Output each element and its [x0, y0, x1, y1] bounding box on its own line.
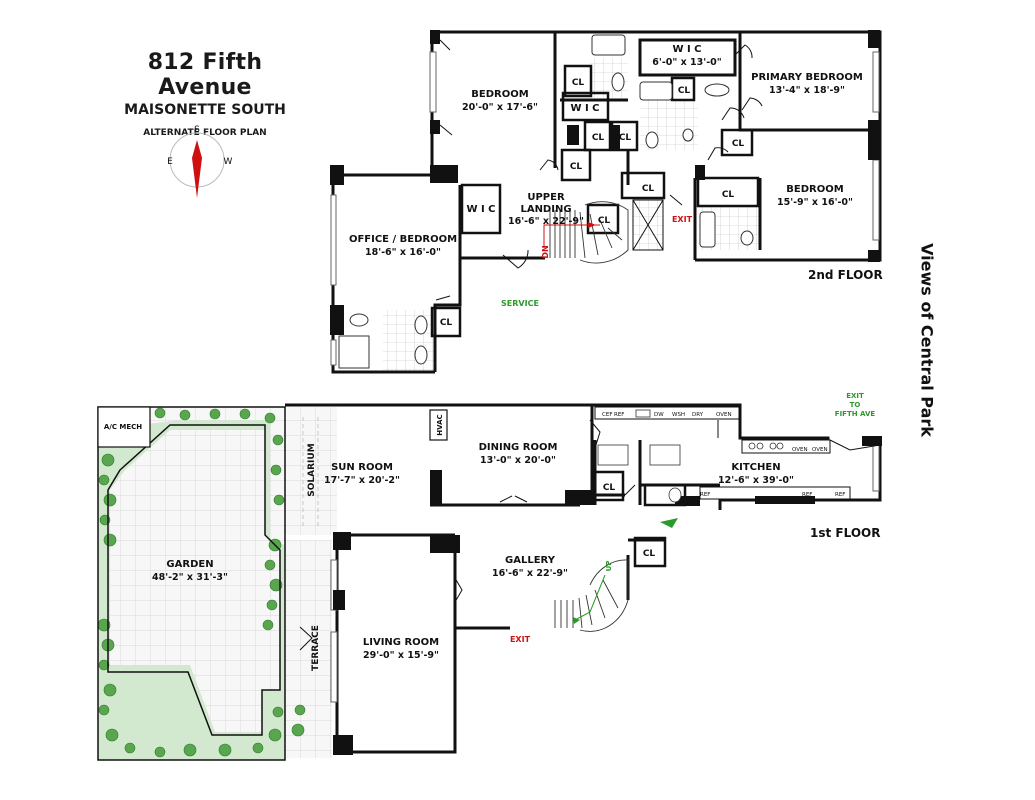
closet-label: CL [619, 133, 632, 143]
appliance-label: REF [802, 492, 812, 498]
closet-label: CL [440, 318, 453, 328]
terrace-label: TERRACE [311, 625, 321, 671]
closet-label: CL [603, 483, 616, 493]
garden-label: GARDEN [166, 559, 213, 570]
appliance-label: OVEN [812, 447, 828, 453]
closet-label: CL [732, 139, 745, 149]
second-floor-plan: BEDROOM 20'-0" x 17'-6" W I C 6'-0" x 13… [330, 30, 882, 374]
compass-top-letter: S [194, 125, 200, 135]
wic-large-label: W I C [672, 44, 701, 55]
garden-dims: 48'-2" x 31'-3" [152, 572, 228, 583]
appliance-label: DRY [692, 412, 704, 418]
compass-left-letter: E [167, 157, 173, 167]
sun-room-label: SUN ROOM [331, 462, 393, 473]
dining-dims: 13'-0" x 20'-0" [480, 455, 556, 466]
appliance-label: REF [835, 492, 845, 498]
closet-label: CL [592, 133, 605, 143]
service-label: SERVICE [501, 299, 539, 308]
ac-mech-area [97, 406, 151, 448]
office-dims: 18'-6" x 16'-0" [365, 247, 441, 258]
appliance-label: OVEN [716, 412, 732, 418]
first-floor-label: 1st FLOOR [810, 526, 881, 540]
sun-room-dims: 17'-7" x 20'-2" [324, 475, 400, 486]
first-floor-plan: CEF REF DW WSH DRY OVEN OVEN OVEN REF RE… [97, 392, 882, 761]
closet-label: CL [570, 162, 583, 172]
appliance-label: OVEN [792, 447, 808, 453]
living-room-dims: 29'-0" x 15'-9" [363, 650, 439, 661]
closet-label: CL [598, 216, 611, 226]
office-label: OFFICE / BEDROOM [349, 234, 457, 245]
closet-label: CL [722, 190, 735, 200]
unit-title: MAISONETTE SOUTH [124, 102, 286, 118]
landing-label-1: UPPER [527, 192, 565, 203]
compass: S E W [167, 125, 233, 198]
exit-fifth-line1: EXIT [846, 392, 864, 400]
stair-down-label: DN [541, 245, 550, 258]
planter-bed [98, 420, 285, 760]
closet-label: CL [642, 184, 655, 194]
appliance-label: DW [654, 412, 664, 418]
landing-dims: 16'-6" x 22'-9" [508, 216, 584, 227]
exit-label: EXIT [510, 635, 531, 644]
primary-bedroom-dims: 13'-4" x 18'-9" [769, 85, 845, 96]
hvac-box [429, 409, 448, 441]
bedroom1-dims: 20'-0" x 17'-6" [462, 102, 538, 113]
bedroom2-label: BEDROOM [786, 184, 843, 195]
ac-mech-label: A/C MECH [104, 423, 142, 431]
landing-label-2: LANDING [520, 204, 571, 215]
compass-right-letter: W [224, 157, 233, 167]
dining-label: DINING ROOM [479, 442, 558, 453]
solarium-label: SOLARIUM [307, 443, 317, 496]
exit-label: EXIT [672, 215, 693, 224]
terrace-pavers [285, 540, 332, 758]
closet-label: CL [678, 86, 691, 96]
primary-bedroom-label: PRIMARY BEDROOM [751, 72, 863, 83]
kitchen-label: KITCHEN [731, 462, 780, 473]
appliance-label: REF [614, 412, 624, 418]
appliance-label: WSH [672, 412, 685, 418]
bedroom1-label: BEDROOM [471, 89, 528, 100]
plan-subtitle: ALTERNATE FLOOR PLAN [143, 128, 267, 138]
kitchen-dims: 12'-6" x 39'-0" [718, 475, 794, 486]
second-floor-label: 2nd FLOOR [808, 268, 883, 282]
bedroom2-dims: 15'-9" x 16'-0" [777, 197, 853, 208]
exit-fifth-line2: TO [850, 401, 861, 409]
living-room-label: LIVING ROOM [363, 637, 439, 648]
appliance-label: REF [700, 492, 710, 498]
closet-label: CL [643, 549, 656, 559]
hvac-label: HVAC [436, 414, 444, 435]
closet-label: CL [572, 78, 585, 88]
wic-office-label: W I C [466, 204, 495, 215]
solarium-pavers [285, 407, 337, 535]
appliance-label: CEF [602, 412, 612, 418]
address-title: 812 Fifth Avenue [147, 50, 263, 100]
appliance-labels: CEF REF DW WSH DRY OVEN OVEN OVEN REF RE… [602, 412, 845, 498]
wic-small-label: W I C [570, 103, 599, 114]
gallery-label: GALLERY [505, 555, 556, 566]
gallery-dims: 16'-6" x 22'-9" [492, 568, 568, 579]
wic-large-dims: 6'-0" x 13'-0" [652, 57, 721, 68]
bath-tile [383, 310, 435, 372]
exit-fifth-line3: FIFTH AVE [835, 410, 876, 418]
stair-up-label: UP [605, 561, 613, 572]
title-block: 812 Fifth Avenue MAISONETTE SOUTH ALTERN… [100, 50, 310, 138]
